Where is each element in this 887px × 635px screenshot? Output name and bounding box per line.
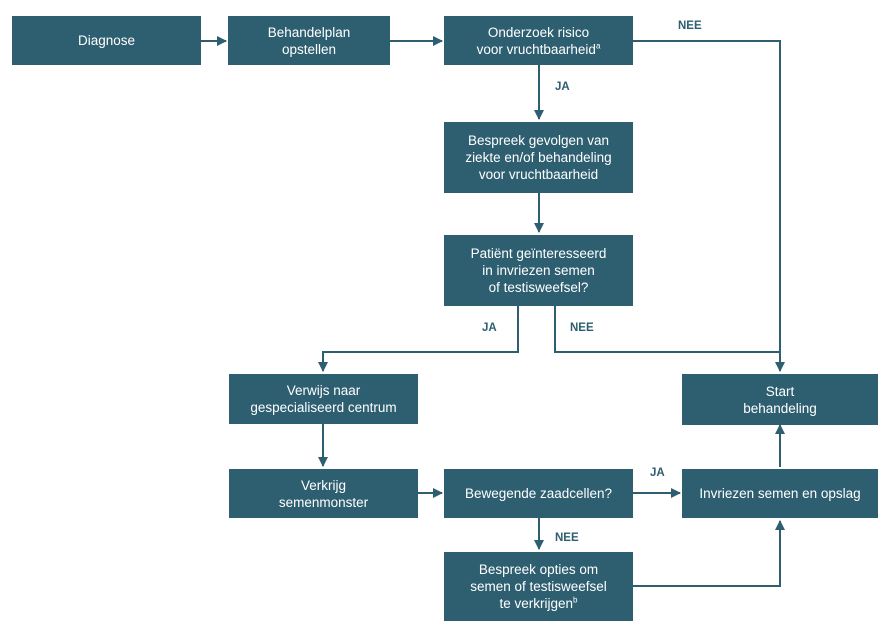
node-behandelplan-label: Behandelplan opstellen bbox=[267, 24, 351, 57]
footnote-b: b bbox=[573, 595, 578, 605]
footnote-a: a bbox=[595, 41, 601, 50]
node-invriezen-label: Invriezen semen en opslag bbox=[699, 486, 861, 501]
node-verkrijg: Verkrijg semenmonster bbox=[229, 469, 418, 518]
arrow-onderzoek-nee-start bbox=[633, 40, 785, 372]
node-patient: Patiënt geïnteresseerd in invriezen seme… bbox=[444, 235, 633, 306]
node-bewegende-label: Bewegende zaadcellen? bbox=[464, 486, 613, 501]
node-behandelplan: Behandelplan opstellen bbox=[228, 16, 390, 65]
arrow-patient-ja-verwijs bbox=[318, 306, 519, 372]
node-verwijs-label: Verwijs naar gespecialiseerd centrum bbox=[250, 383, 397, 415]
label-nee-patient: NEE bbox=[570, 322, 594, 334]
node-start-label: Start behandeling bbox=[743, 383, 817, 416]
node-verkrijg-label: Verkrijg semenmonster bbox=[278, 477, 369, 510]
node-start: Start behandeling bbox=[682, 374, 878, 425]
node-onderzoek: Onderzoek risico voor vruchtbaarheida bbox=[444, 16, 633, 65]
label-nee-onderzoek: NEE bbox=[678, 20, 702, 32]
node-bespreek-opties-label: Bespreek opties om semen of testisweefse… bbox=[470, 562, 607, 611]
node-diagnose-label: Diagnose bbox=[77, 33, 136, 48]
node-bespreek-gevolgen-label: Bespreek gevolgen van ziekte en/of behan… bbox=[465, 133, 612, 182]
arrow-opties-invriezen bbox=[633, 520, 785, 587]
label-nee-bewegende: NEE bbox=[555, 532, 579, 544]
node-invriezen: Invriezen semen en opslag bbox=[682, 469, 878, 518]
node-bespreek-opties: Bespreek opties om semen of testisweefse… bbox=[444, 552, 633, 621]
label-ja-bewegende: JA bbox=[650, 467, 665, 479]
label-ja-patient: JA bbox=[482, 322, 497, 334]
node-onderzoek-label: Onderzoek risico voor vruchtbaarheida bbox=[476, 24, 601, 57]
node-bewegende: Bewegende zaadcellen? bbox=[444, 469, 633, 518]
arrow-patient-nee-start bbox=[554, 306, 780, 353]
node-patient-label: Patiënt geïnteresseerd in invriezen seme… bbox=[470, 246, 607, 295]
node-verwijs: Verwijs naar gespecialiseerd centrum bbox=[229, 374, 418, 424]
node-diagnose: Diagnose bbox=[12, 16, 201, 65]
label-ja-onderzoek: JA bbox=[555, 81, 570, 93]
node-bespreek-gevolgen: Bespreek gevolgen van ziekte en/of behan… bbox=[444, 122, 633, 193]
